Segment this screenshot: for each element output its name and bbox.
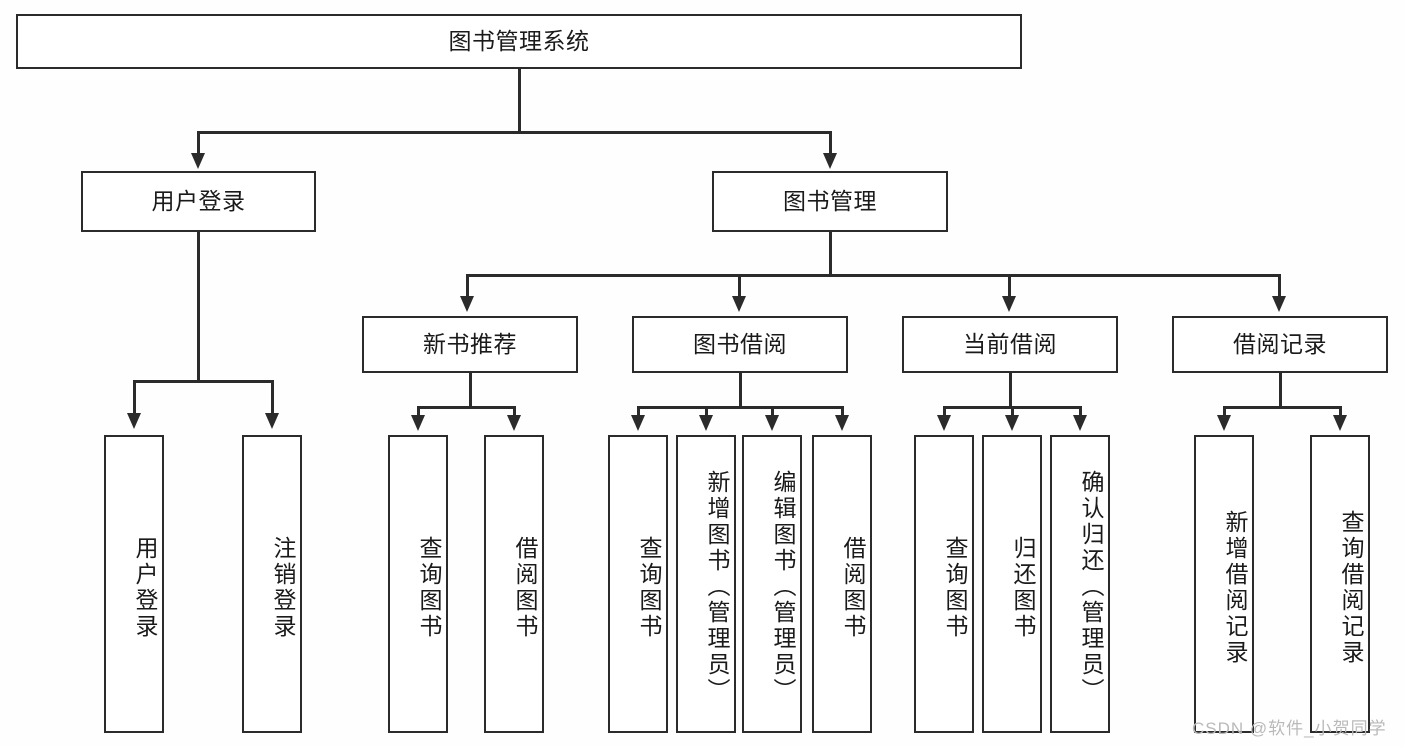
edge-bm-to-new-book xyxy=(466,274,469,298)
leaf-new-book-borrow-book[interactable]: 借阅图书 xyxy=(484,435,544,733)
edge-bb-to-leaf-2 xyxy=(705,406,708,418)
leaf-new-book-query-book[interactable]: 查询图书 xyxy=(388,435,448,733)
arrow-br-to-leaf-2 xyxy=(1333,415,1347,431)
arrow-bm-to-new-book xyxy=(460,296,474,312)
leaf-user-login-logout[interactable]: 注销登录 xyxy=(242,435,302,733)
leaf-borrow-record-add-record[interactable]: 新增借阅记录 xyxy=(1194,435,1254,733)
csdn-watermark: CSDN @软件_小贺同学 xyxy=(1192,719,1387,738)
node-borrow-record[interactable]: 借阅记录 xyxy=(1172,316,1388,373)
arrow-bb-to-leaf-1 xyxy=(631,415,645,431)
edge-user-login-bus xyxy=(133,380,274,383)
arrow-cb-to-leaf-1 xyxy=(937,415,951,431)
node-new-book-recommend[interactable]: 新书推荐 xyxy=(362,316,578,373)
leaf-book-borrow-add-book-admin[interactable]: 新增图书（管理员） xyxy=(676,435,736,733)
node-label: 查询图书 xyxy=(416,536,442,640)
edge-root-bus xyxy=(197,131,831,134)
edge-user-login-stem xyxy=(197,232,200,380)
leaf-user-login-login[interactable]: 用户登录 xyxy=(104,435,164,733)
edge-br-to-leaf-2 xyxy=(1339,406,1342,418)
leaf-book-borrow-borrow-book[interactable]: 借阅图书 xyxy=(812,435,872,733)
arrow-bb-to-leaf-3 xyxy=(765,415,779,431)
arrow-bm-to-current-borrow xyxy=(1002,296,1016,312)
edge-root-to-user-login xyxy=(197,131,200,155)
arrow-user-login-to-leaf-1 xyxy=(127,413,141,429)
arrow-bb-to-leaf-4 xyxy=(835,415,849,431)
edge-bm-to-borrow-record xyxy=(1278,274,1281,298)
edge-user-login-to-leaf-1 xyxy=(133,380,136,415)
arrow-bb-to-leaf-2 xyxy=(699,415,713,431)
edge-nbr-stem xyxy=(469,373,472,406)
node-label: 归还图书 xyxy=(1010,536,1036,640)
edge-root-stem xyxy=(518,69,521,131)
node-label: 查询图书 xyxy=(636,536,662,640)
leaf-book-borrow-query-book[interactable]: 查询图书 xyxy=(608,435,668,733)
node-current-borrow[interactable]: 当前借阅 xyxy=(902,316,1118,373)
node-label: 新增图书（管理员） xyxy=(704,470,730,704)
node-label: 借阅图书 xyxy=(840,536,866,640)
node-user-login[interactable]: 用户登录 xyxy=(81,171,316,232)
edge-bb-bus xyxy=(637,406,843,409)
leaf-current-borrow-return-book[interactable]: 归还图书 xyxy=(982,435,1042,733)
node-book-management[interactable]: 图书管理 xyxy=(712,171,948,232)
leaf-current-borrow-confirm-return-admin[interactable]: 确认归还（管理员） xyxy=(1050,435,1110,733)
edge-bb-to-leaf-4 xyxy=(841,406,844,418)
edge-br-bus xyxy=(1223,406,1341,409)
arrow-nbr-to-leaf-2 xyxy=(507,415,521,431)
leaf-borrow-record-query-record[interactable]: 查询借阅记录 xyxy=(1310,435,1370,733)
edge-bb-to-leaf-3 xyxy=(771,406,774,418)
node-label: 注销登录 xyxy=(270,536,296,640)
edge-nbr-to-leaf-1 xyxy=(417,406,420,418)
edge-bm-to-book-borrow xyxy=(738,274,741,298)
edge-cb-to-leaf-2 xyxy=(1011,406,1014,418)
node-label: 新增借阅记录 xyxy=(1222,510,1248,666)
edge-bb-to-leaf-1 xyxy=(637,406,640,418)
arrow-root-to-book-management xyxy=(823,153,837,169)
arrow-cb-to-leaf-2 xyxy=(1005,415,1019,431)
node-label: 编辑图书（管理员） xyxy=(770,470,796,704)
node-label: 查询图书 xyxy=(942,536,968,640)
edge-br-to-leaf-1 xyxy=(1223,406,1226,418)
edge-cb-to-leaf-1 xyxy=(943,406,946,418)
edge-cb-stem xyxy=(1009,373,1012,406)
arrow-user-login-to-leaf-2 xyxy=(265,413,279,429)
node-label: 确认归还（管理员） xyxy=(1078,470,1104,704)
edge-root-to-book-management xyxy=(829,131,832,155)
arrow-br-to-leaf-1 xyxy=(1217,415,1231,431)
node-label: 当前借阅 xyxy=(963,330,1057,357)
edge-user-login-to-leaf-2 xyxy=(271,380,274,415)
node-label: 图书管理系统 xyxy=(448,27,590,54)
edge-nbr-bus xyxy=(417,406,515,409)
node-label: 用户登录 xyxy=(151,187,246,214)
leaf-book-borrow-edit-book-admin[interactable]: 编辑图书（管理员） xyxy=(742,435,802,733)
node-root-book-management-system[interactable]: 图书管理系统 xyxy=(16,14,1022,69)
edge-book-management-stem xyxy=(829,232,832,274)
edge-nbr-to-leaf-2 xyxy=(513,406,516,418)
arrow-nbr-to-leaf-1 xyxy=(411,415,425,431)
edge-bb-stem xyxy=(739,373,742,406)
arrow-bm-to-borrow-record xyxy=(1272,296,1286,312)
node-label: 图书管理 xyxy=(783,187,877,214)
node-label: 图书借阅 xyxy=(693,330,787,357)
arrow-cb-to-leaf-3 xyxy=(1073,415,1087,431)
leaf-current-borrow-query-book[interactable]: 查询图书 xyxy=(914,435,974,733)
edge-cb-to-leaf-3 xyxy=(1079,406,1082,418)
node-label: 用户登录 xyxy=(132,536,158,640)
node-book-borrow[interactable]: 图书借阅 xyxy=(632,316,848,373)
arrow-root-to-user-login xyxy=(191,153,205,169)
node-label: 借阅记录 xyxy=(1233,330,1327,357)
edge-book-management-bus xyxy=(466,274,1281,277)
node-label: 新书推荐 xyxy=(423,330,517,357)
edge-bm-to-current-borrow xyxy=(1008,274,1011,298)
arrow-bm-to-book-borrow xyxy=(732,296,746,312)
node-label: 借阅图书 xyxy=(512,536,538,640)
node-label: 查询借阅记录 xyxy=(1338,510,1364,666)
edge-br-stem xyxy=(1279,373,1282,406)
